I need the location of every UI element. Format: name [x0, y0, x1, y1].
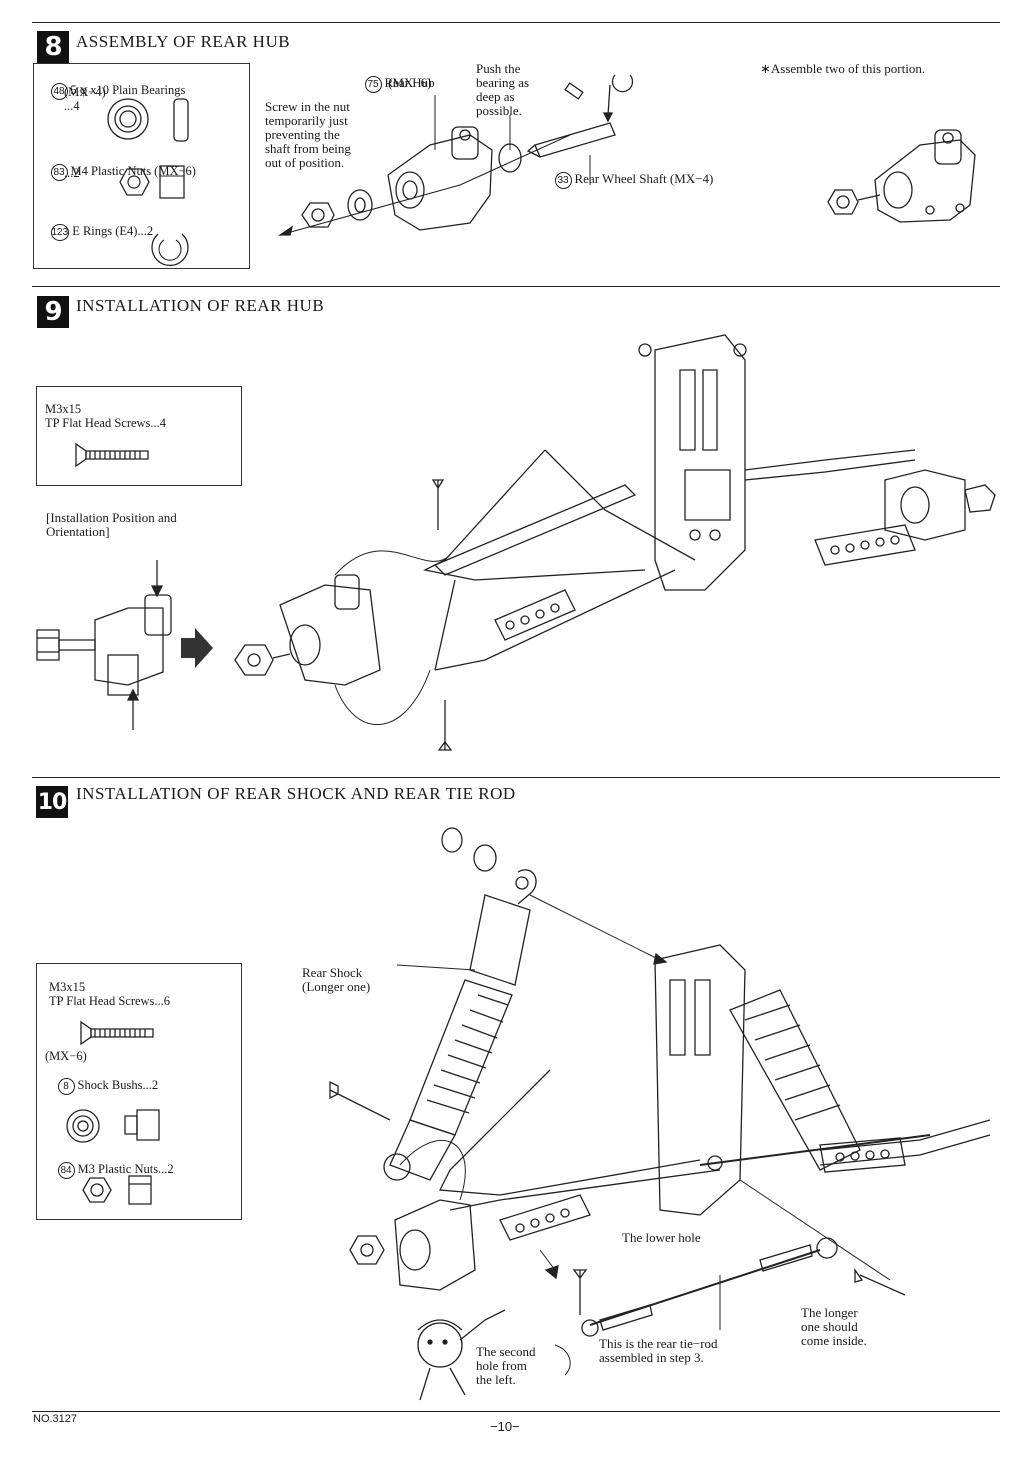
install-orientation-note: [Installation Position and Orientation] — [46, 510, 177, 539]
flat-head-screw-icon — [72, 442, 162, 472]
shock-bush-icon — [63, 1104, 173, 1150]
step-8-title: ASSEMBLY OF REAR HUB — [76, 32, 291, 51]
rear-hub-label: Rear Hub — [384, 75, 435, 90]
screw-nut-note: Screw in the nut temporarily just preven… — [265, 99, 351, 170]
push-bearing-note: Push the bearing as deep as possible. — [476, 61, 530, 118]
m3-nut-label: M3 Plastic Nuts...2 — [77, 1162, 174, 1176]
screw-spec: M3x15 — [45, 402, 82, 416]
bearings-spec: (MX−4) — [64, 85, 106, 99]
step-10-title: INSTALLATION OF REAR SHOCK AND REAR TIE … — [76, 784, 516, 803]
shock-and-tie-rod-drawing — [300, 820, 1000, 1420]
rear-hub-spec: (MX−6) — [388, 75, 432, 90]
rear-hub-exploded-drawing — [270, 55, 670, 235]
nuts-qty: ...2 — [64, 166, 80, 180]
m3-nut-part-number: 84 — [57, 1162, 75, 1179]
lower-hole-callout: The lower hole — [622, 1230, 701, 1245]
step-10-badge: 10 — [36, 786, 68, 818]
rear-hub-assembled-drawing — [820, 110, 990, 240]
step-9-title: INSTALLATION OF REAR HUB — [76, 296, 325, 315]
erings-part-number: 123 — [50, 224, 70, 241]
bearings-label: 5 φ x10 Plain Bearings — [70, 83, 186, 97]
bush-label: Shock Bushs...2 — [77, 1078, 159, 1092]
shaft-label: Rear Wheel Shaft (MX−4) — [574, 171, 714, 186]
nuts-part-number: 83 — [50, 164, 68, 181]
rear-shock-callout: Rear Shock (Longer one) — [302, 965, 371, 994]
m3-plastic-nut-icon — [77, 1172, 167, 1212]
e-ring-icon — [142, 224, 202, 274]
bearings-qty: ...4 — [64, 99, 80, 113]
screw-spec-10: M3x15 — [49, 980, 86, 994]
bush-part-number: 8 — [57, 1078, 75, 1095]
bearing-icon — [106, 94, 206, 154]
shaft-part-number: 33 — [554, 172, 572, 189]
flat-head-screw-icon — [77, 1020, 167, 1050]
step-9-badge: 9 — [37, 296, 69, 328]
tie-rod-callout: This is the rear tie−rod assembled in st… — [599, 1336, 718, 1365]
assemble-two-note: ∗Assemble two of this portion. — [760, 61, 926, 76]
second-hole-callout: The second hole from the left. — [476, 1344, 536, 1387]
plastic-nut-icon — [112, 162, 192, 204]
step-9-parts-box: M3x15 TP Flat Head Screws...4 — [36, 386, 242, 486]
screw-label: TP Flat Head Screws...4 — [45, 416, 167, 430]
document-number: NO.3127 — [33, 1413, 78, 1425]
screw-label-10: TP Flat Head Screws...6 — [49, 994, 171, 1008]
rear-hub-installation-drawing — [225, 320, 1005, 760]
bush-spec: (MX−6) — [45, 1049, 87, 1063]
rear-hub-part-number: 75 — [364, 76, 382, 93]
erings-label: E Rings (E4)...2 — [72, 224, 154, 238]
orientation-diagram — [33, 560, 213, 730]
bearings-part-number: 48 — [50, 83, 68, 100]
page-number: −10− — [490, 1419, 520, 1434]
step-8-badge: 8 — [37, 31, 69, 63]
longer-inside-callout: The longer one should come inside. — [801, 1305, 867, 1348]
